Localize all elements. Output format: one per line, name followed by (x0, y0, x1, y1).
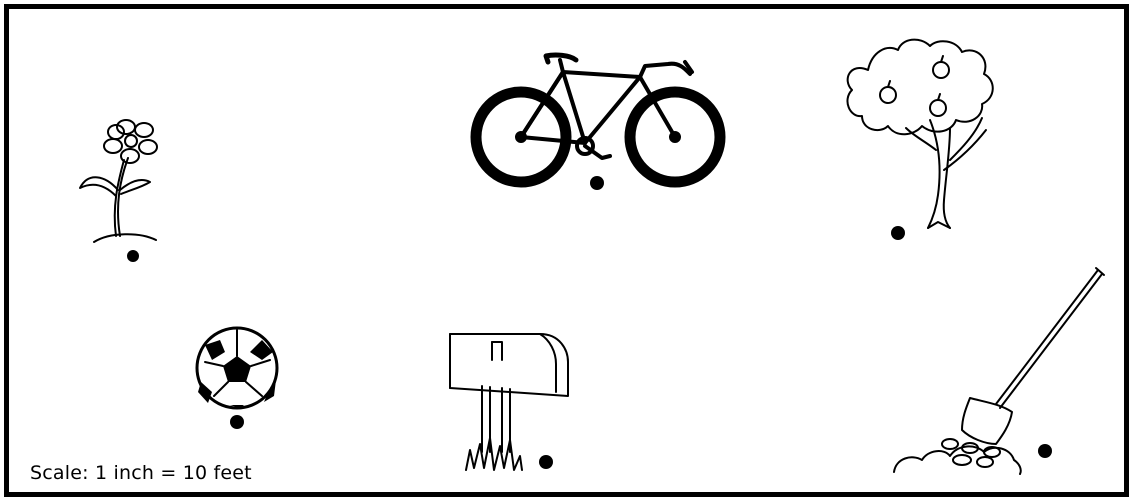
apple-tree-location-dot (891, 226, 905, 240)
bicycle-icon (470, 52, 726, 188)
mailbox-location-dot (539, 455, 553, 469)
soccer-ball-icon (195, 326, 279, 410)
bicycle-location-dot (590, 176, 604, 190)
shovel-location-dot (1038, 444, 1052, 458)
scale-label: Scale: 1 inch = 10 feet (30, 462, 252, 484)
flower-icon (79, 119, 158, 243)
mailbox-icon (449, 333, 569, 471)
flower-location-dot (127, 250, 139, 262)
shovel-icon (893, 267, 1105, 475)
soccer-ball-location-dot (230, 415, 244, 429)
apple-tree-icon (846, 38, 994, 229)
